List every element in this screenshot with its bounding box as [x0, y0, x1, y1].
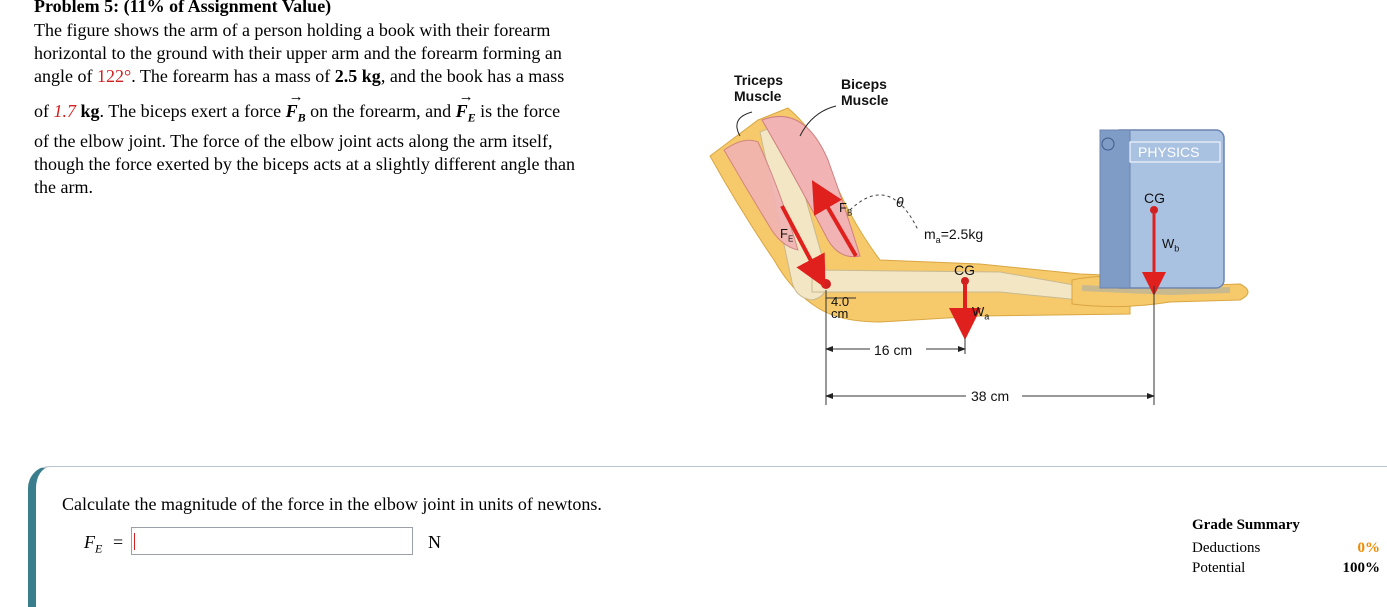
text-segment: of	[34, 101, 54, 121]
biceps-label: Biceps Muscle	[841, 76, 889, 108]
answer-variable: FE	[84, 532, 102, 557]
text-caret	[134, 533, 135, 550]
force-b-sub: B	[297, 110, 306, 125]
ma-value: =2.5kg	[940, 226, 984, 242]
potential-label: Potential	[1192, 560, 1246, 576]
problem-title: Problem 5: (11% of Assignment Value)	[34, 0, 332, 16]
wa-sub: a	[984, 311, 990, 322]
elbow-force-arrow	[780, 205, 826, 289]
biceps-force-arrow	[811, 180, 858, 258]
finger-bones	[1081, 285, 1231, 296]
problem-line-5: of the elbow joint. The force of the elb…	[34, 130, 553, 151]
potential-row: Potential 100%	[1192, 560, 1380, 577]
forearm-weight-label: Wa	[972, 304, 989, 325]
book-weight-label: Wb	[1162, 236, 1179, 257]
text-segment: . The forearm has a mass of	[131, 66, 335, 86]
force-b-vector: FB	[285, 101, 306, 125]
book-cg-point	[1150, 206, 1158, 214]
theta-label: θ	[896, 194, 904, 210]
problem-line-3: angle of 122°. The forearm has a mass of…	[34, 65, 644, 88]
force-b-symbol: F	[285, 101, 298, 121]
forearm-mass-label: ma=2.5kg	[924, 226, 983, 248]
arm-book-figure: Triceps Muscle Biceps Muscle PHYSICS CG …	[700, 60, 1260, 420]
triceps-pointer	[736, 111, 753, 137]
answer-variable-sub: E	[95, 541, 103, 556]
text-segment: angle of	[34, 66, 97, 86]
answer-input[interactable]	[131, 527, 413, 555]
deductions-label: Deductions	[1192, 540, 1261, 556]
problem-line-2: horizontal to the ground with their uppe…	[34, 43, 562, 63]
triceps-muscle	[723, 139, 799, 251]
text-segment: on the forearm, and	[305, 101, 456, 121]
deductions-value: 0%	[1357, 540, 1381, 556]
angle-value: 122°	[96, 66, 132, 86]
problem-line-1: The figure shows the arm of a person hol…	[34, 20, 551, 40]
book-mass-value: 1.7	[53, 101, 77, 121]
force-e-sub: E	[467, 110, 476, 125]
deductions-row: Deductions 0%	[1192, 540, 1380, 557]
fe-letter: F	[780, 226, 788, 241]
problem-line-6: though the force exerted by the biceps a…	[34, 153, 575, 174]
atom-icon	[1101, 137, 1115, 151]
text-segment: is the force	[475, 101, 561, 121]
wa-letter: W	[972, 304, 985, 319]
triceps-label: Triceps Muscle	[734, 72, 784, 104]
distance-16cm-label: 16 cm	[874, 342, 913, 358]
forearm-cg-point	[961, 277, 969, 285]
elbow-pivot-point	[821, 279, 831, 289]
fb-label: FB	[839, 200, 852, 222]
wb-sub: b	[1174, 243, 1180, 254]
potential-value: 100%	[1342, 560, 1381, 576]
ma-sub: a	[935, 234, 941, 245]
book-title-label: PHYSICS	[1138, 144, 1200, 160]
force-e-symbol: F	[455, 101, 468, 121]
fe-sub: E	[787, 234, 794, 244]
answer-unit: N	[428, 532, 441, 552]
answer-variable-letter: F	[84, 532, 95, 552]
fb-sub: B	[846, 208, 853, 218]
wb-letter: W	[1162, 236, 1175, 251]
text-segment: . The biceps exert a force	[99, 101, 286, 121]
arm-diagram	[709, 105, 1249, 405]
forearm-cg-label: CG	[954, 262, 975, 278]
question-prompt: Calculate the magnitude of the force in …	[62, 494, 602, 514]
biceps-pointer	[799, 105, 837, 137]
dist-4-value: 4.0	[831, 294, 850, 309]
force-e-vector: FE	[455, 101, 476, 125]
problem-line-4: of 1.7 kg. The biceps exert a force FB o…	[34, 100, 644, 130]
book-cg-label: CG	[1144, 190, 1165, 206]
grade-summary-title: Grade Summary	[1192, 517, 1300, 533]
forearm-mass-value: 2.5 kg	[334, 66, 381, 86]
distance-38cm-label: 38 cm	[971, 388, 1010, 404]
ma-letter: m	[924, 226, 936, 242]
text-segment: , and the book has a mass	[380, 66, 565, 86]
angle-arc	[849, 194, 919, 231]
book-spine	[1099, 129, 1131, 289]
book-title-band	[1129, 141, 1221, 163]
problem-line-7: the arm.	[34, 176, 93, 197]
equals-sign: =	[113, 532, 124, 552]
book-mass-unit: kg	[76, 101, 100, 121]
problem-statement: The figure shows the arm of a person hol…	[34, 19, 644, 199]
dist-4-unit: cm	[831, 306, 849, 321]
fe-label: FE	[780, 226, 793, 248]
fb-letter: F	[839, 200, 847, 215]
